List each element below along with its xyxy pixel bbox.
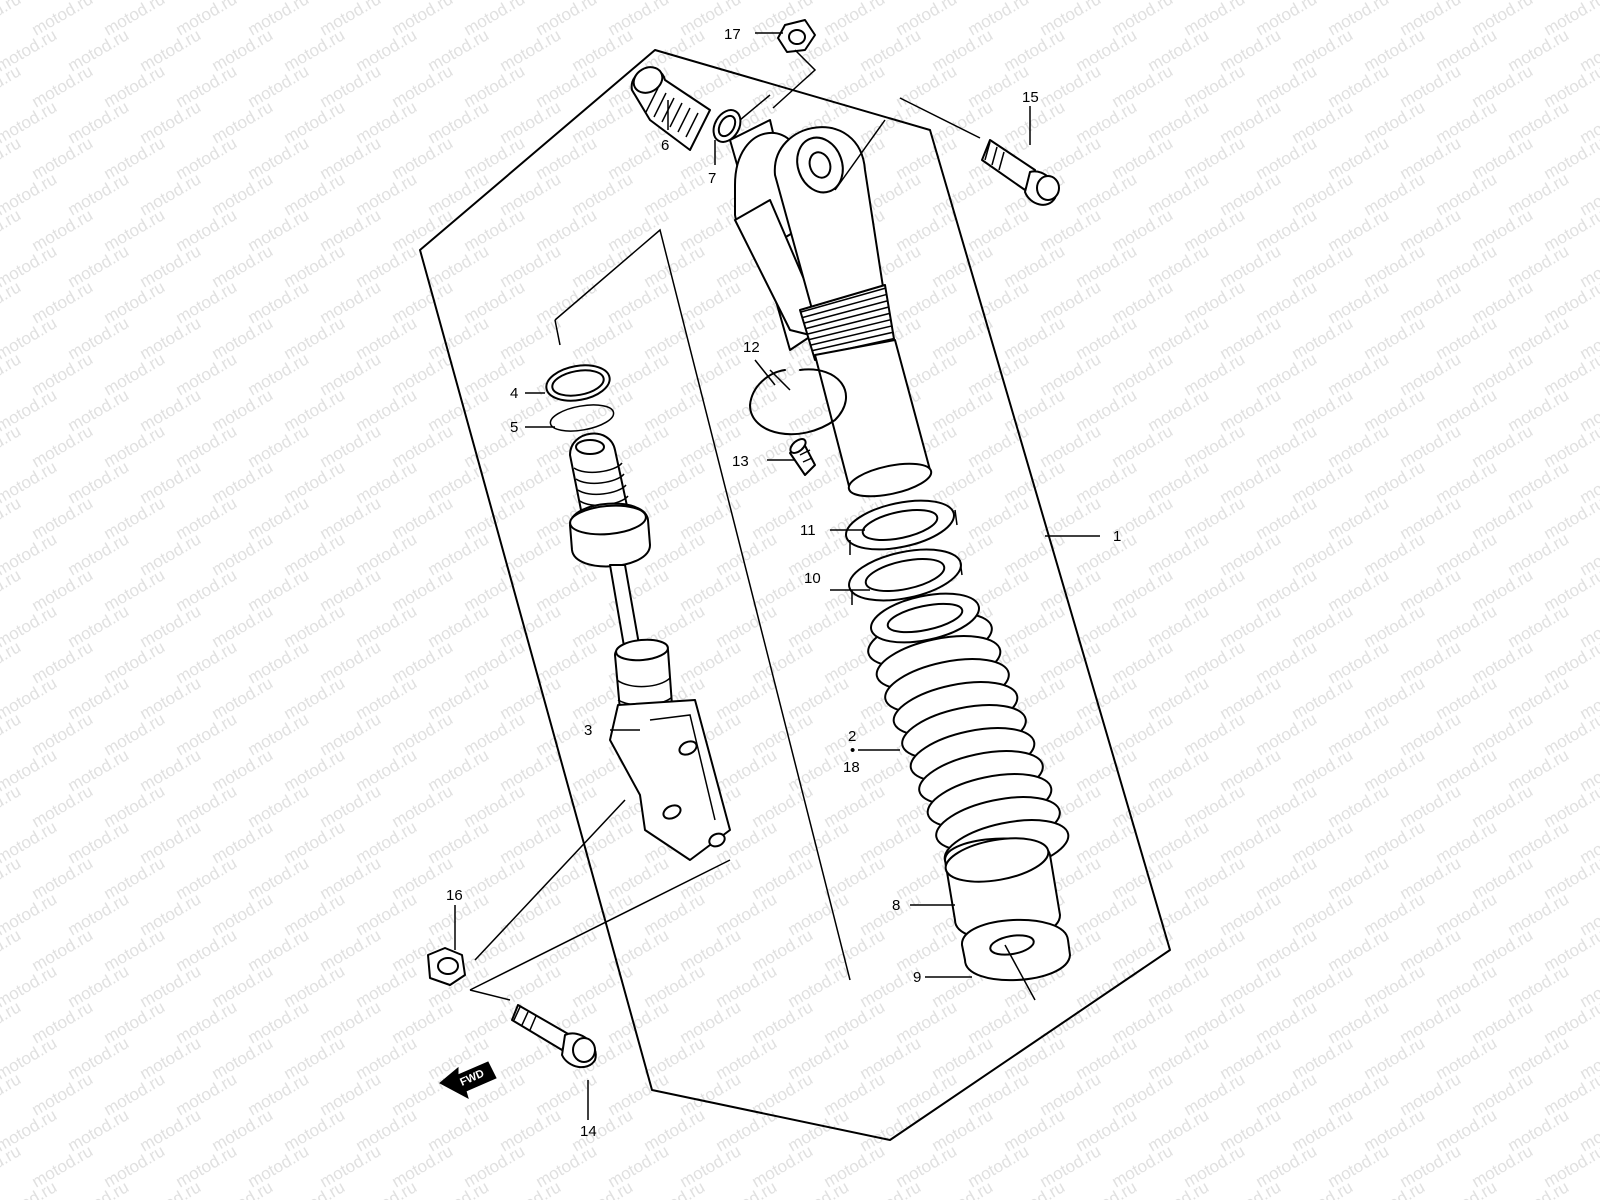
watermark-text: motod.ru — [0, 349, 24, 399]
adjuster-knob-6 — [630, 66, 711, 151]
callout-16: 16 — [446, 887, 463, 904]
watermark-text: motod.ru — [1361, 1177, 1429, 1200]
watermark-text: motod.ru — [0, 925, 24, 975]
callout-leaders — [454, 32, 1100, 1120]
callout-17: 17 — [724, 26, 741, 43]
spring-seat-8 — [944, 837, 1061, 942]
watermark-text: motod.ru — [0, 637, 24, 687]
callout-15: 15 — [1022, 89, 1039, 106]
callout-numbers: 1 2 • 18 3 4 5 6 7 8 9 10 11 12 13 14 15… — [446, 26, 1121, 1140]
o-ring-4 — [545, 364, 611, 402]
lock-nut-11 — [845, 499, 958, 555]
watermark-text: motod.ru — [0, 781, 24, 831]
nut-16 — [427, 947, 466, 986]
callout-12: 12 — [743, 339, 760, 356]
watermark-text: motod.ru — [1433, 1177, 1501, 1200]
callout-8: 8 — [892, 897, 900, 914]
callout-18: 18 — [843, 759, 860, 776]
watermark-text: motod.ru — [353, 1177, 421, 1200]
valve-cap-13 — [789, 438, 816, 476]
watermark-text: motod.ru — [0, 1177, 60, 1200]
fwd-direction-arrow: FWD — [439, 1061, 497, 1099]
callout-1: 1 — [1113, 528, 1121, 545]
watermark-text: motod.ru — [1577, 1177, 1600, 1200]
watermark-text: motod.ru — [281, 1177, 349, 1200]
watermark-text: motod.ru — [1001, 1177, 1069, 1200]
watermark-text: motod.ru — [0, 421, 24, 471]
watermark-text: motod.ru — [0, 853, 24, 903]
watermark-text: motod.ru — [0, 133, 24, 183]
callout-7: 7 — [708, 170, 716, 187]
rod-subassembly-bracket — [554, 228, 851, 981]
callout-2: 2 — [848, 728, 856, 745]
watermark-text: motod.ru — [929, 1177, 997, 1200]
callout-13: 13 — [732, 453, 749, 470]
watermark-text: motod.ru — [1073, 1177, 1141, 1200]
callout-4: 4 — [510, 385, 518, 402]
watermark-text: motod.ru — [0, 61, 24, 111]
watermark-text: motod.ru — [137, 1177, 205, 1200]
shock-spring — [867, 592, 1070, 875]
callout-9: 9 — [913, 969, 921, 986]
watermark-text: motod.ru — [0, 277, 24, 327]
circlip-12 — [749, 368, 847, 436]
watermark-text: motod.ru — [0, 493, 24, 543]
watermark-text: motod.ru — [1217, 1177, 1285, 1200]
callout-10: 10 — [804, 570, 821, 587]
watermark-text: motod.ru — [0, 997, 24, 1047]
watermark-text: motod.ru — [785, 1177, 853, 1200]
callout-separator: • — [850, 742, 855, 759]
watermark-text: motod.ru — [425, 1177, 493, 1200]
watermark-text: motod.ru — [713, 1177, 781, 1200]
watermark-text: motod.ru — [641, 1177, 709, 1200]
watermark-text: motod.ru — [0, 205, 24, 255]
rod-subassembly-bracket-lower — [554, 319, 561, 346]
guide-lines — [469, 49, 981, 1001]
seal-ring-5 — [549, 404, 615, 432]
watermark-text: motod.ru — [209, 1177, 277, 1200]
watermark-text: motod.ru — [0, 709, 24, 759]
callout-5: 5 — [510, 419, 518, 436]
watermark-text: motod.ru — [1505, 1177, 1573, 1200]
callout-6: 6 — [661, 137, 669, 154]
watermark-text: motod.ru — [0, 0, 24, 39]
watermark-text: motod.ru — [569, 1177, 637, 1200]
watermark-text: motod.ru — [1577, 0, 1600, 3]
watermark-text: motod.ru — [0, 1141, 24, 1191]
callout-14: 14 — [580, 1123, 597, 1140]
watermark-text: motod.ru — [857, 1177, 925, 1200]
callout-11: 11 — [800, 522, 816, 539]
damper-rod-assembly — [569, 432, 731, 861]
lock-nut-10 — [848, 548, 963, 605]
bolt-14 — [511, 1004, 597, 1069]
watermark-text: motod.ru — [0, 1069, 24, 1119]
spring-stopper-9 — [960, 918, 1071, 1001]
assembly-boundary — [419, 49, 1171, 1141]
o-ring-7 — [712, 109, 742, 143]
watermark-text: motod.ru — [497, 1177, 565, 1200]
callout-3: 3 — [584, 722, 592, 739]
nut-17 — [777, 19, 816, 53]
shock-body — [729, 119, 933, 498]
watermark-text: motod.ru — [0, 565, 24, 615]
watermark-text: motod.ru — [1289, 1177, 1357, 1200]
bolt-15 — [981, 139, 1060, 206]
watermark-text: motod.ru — [65, 1177, 133, 1200]
watermark-text: motod.ru — [1145, 1177, 1213, 1200]
